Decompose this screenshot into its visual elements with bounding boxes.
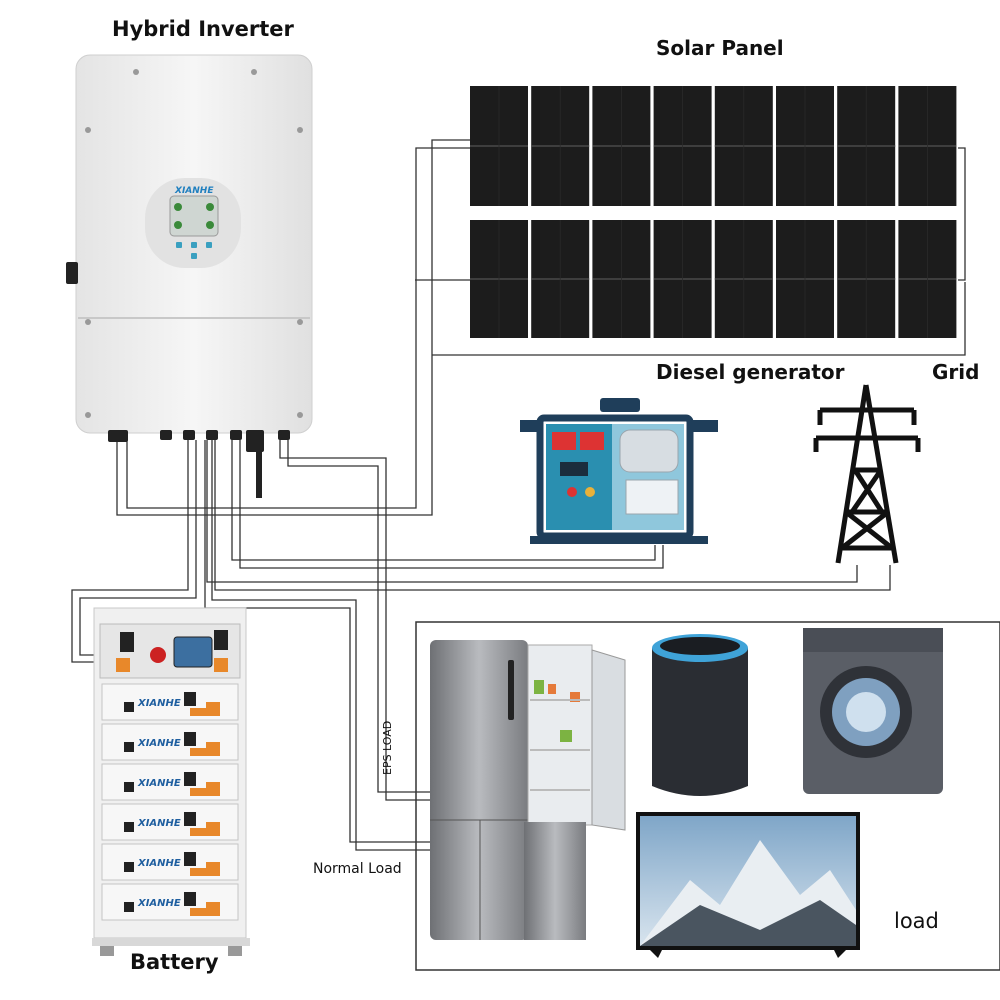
normal-load-label: Normal Load	[313, 861, 402, 877]
grid-title: Grid	[932, 360, 980, 384]
battery-module: XIANHE	[101, 723, 239, 761]
solar-module	[592, 86, 651, 206]
solar-panel-icon	[470, 86, 957, 338]
solar-module	[470, 86, 528, 206]
solar-module	[531, 86, 590, 206]
solar-panel-title: Solar Panel	[656, 36, 784, 60]
solar-module	[776, 220, 834, 338]
wire-gen2	[239, 440, 664, 569]
battery-title: Battery	[130, 950, 219, 974]
generator-icon	[520, 398, 718, 544]
solar-module	[837, 86, 896, 206]
battery-module-logo: XIANHE	[137, 858, 181, 869]
wire-bat2	[79, 440, 197, 656]
wire-bat1	[71, 440, 189, 663]
eps-load-label: EPS LOAD	[381, 720, 394, 775]
battery-module-logo: XIANHE	[137, 698, 181, 709]
power-tower-icon	[813, 384, 921, 564]
solar-module	[531, 220, 590, 338]
wire-eps1	[279, 440, 430, 801]
battery-module-logo: XIANHE	[137, 738, 181, 749]
load-box	[415, 621, 1000, 971]
wire-pv4	[958, 147, 966, 281]
solar-module	[592, 220, 651, 338]
battery-module-logo: XIANHE	[137, 898, 181, 909]
wire-grid1	[206, 440, 858, 583]
refrigerator-icon	[430, 640, 626, 940]
wire-eps2	[287, 440, 430, 793]
solar-module	[470, 220, 528, 338]
solar-module	[837, 220, 896, 338]
wire-normal1	[211, 440, 430, 851]
inverter-title: Hybrid Inverter	[112, 17, 294, 41]
solar-module	[653, 86, 712, 206]
solar-module	[776, 86, 834, 206]
solar-module	[714, 86, 773, 206]
washing-machine-icon	[803, 628, 943, 794]
wiring	[71, 139, 966, 851]
wire-pv1	[116, 139, 470, 516]
wire-normal2	[204, 440, 430, 843]
solar-module	[898, 86, 957, 206]
battery-module-logo: XIANHE	[137, 778, 181, 789]
wire-pv2	[126, 147, 470, 509]
battery-rack-icon: XIANHE XIANHE XIANHE XIANHE XIANHE XIANHE	[92, 607, 250, 956]
inverter-icon	[66, 54, 313, 498]
battery-module: XIANHE	[101, 803, 239, 841]
battery-module: XIANHE	[101, 763, 239, 801]
wire-grid-top	[432, 282, 966, 356]
television-icon	[636, 812, 860, 958]
wire-gen1	[231, 440, 656, 561]
battery-module: XIANHE	[101, 683, 239, 721]
load-title: load	[894, 909, 939, 933]
solar-module	[653, 220, 712, 338]
solar-module	[714, 220, 773, 338]
battery-module-logo: XIANHE	[137, 818, 181, 829]
solar-module	[898, 220, 957, 338]
speaker-icon	[652, 634, 748, 796]
diesel-generator-title: Diesel generator	[656, 360, 845, 384]
battery-module: XIANHE	[101, 843, 239, 881]
inverter-logo: XIANHE	[174, 186, 214, 196]
wire-grid2	[214, 440, 891, 591]
battery-module: XIANHE	[101, 883, 239, 921]
